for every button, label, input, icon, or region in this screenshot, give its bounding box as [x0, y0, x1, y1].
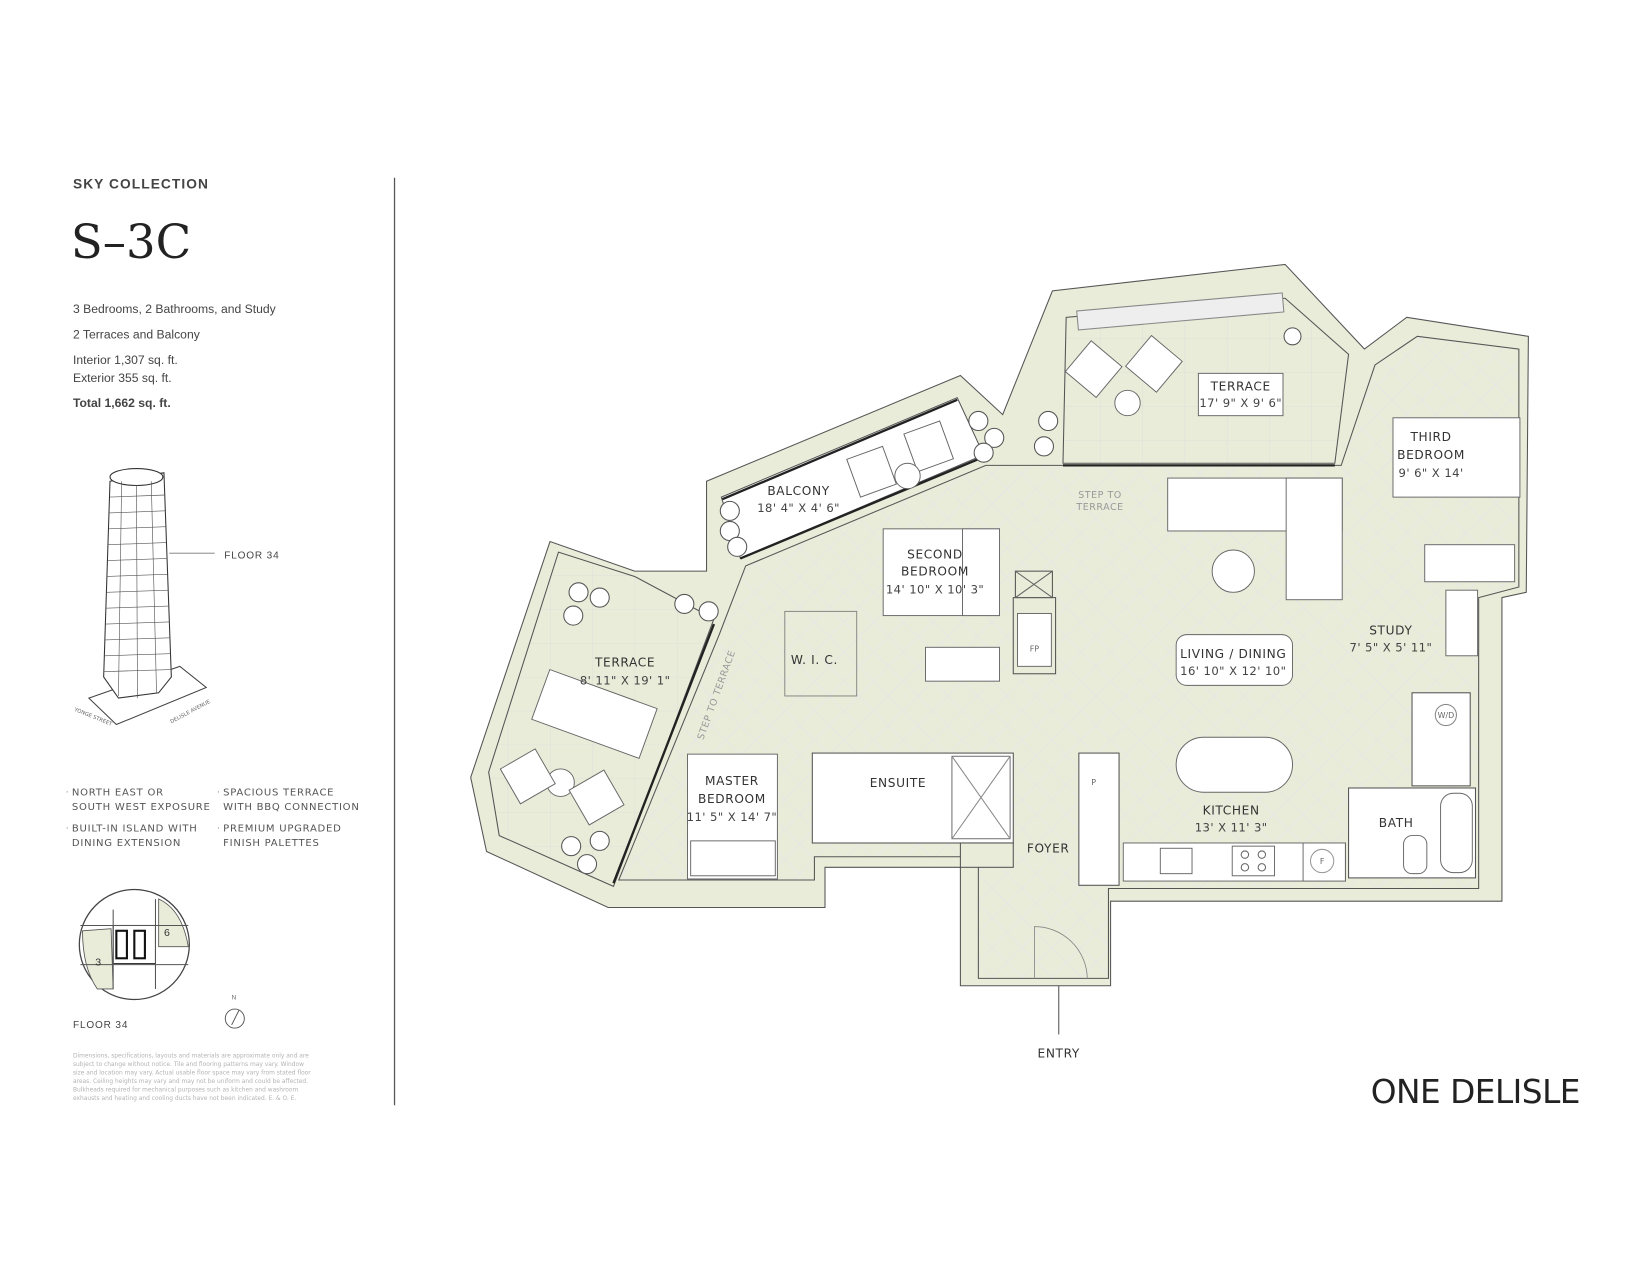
step-to-terrace-north: TERRACE	[1075, 502, 1123, 513]
spec-total: Total 1,662 sq. ft.	[73, 396, 171, 410]
key-plan-unit-6: 6	[164, 927, 170, 939]
north-arrow-icon	[224, 1008, 245, 1029]
kitchen-dims: 13' X 11' 3"	[1195, 820, 1268, 834]
terrace-west-label: TERRACE	[594, 655, 655, 669]
entry-door	[1034, 926, 1088, 979]
spec-exterior: Exterior 355 sq. ft.	[73, 371, 172, 385]
balcony-dims: 18' 4" X 4' 6"	[757, 501, 840, 515]
feature-1-line2: SOUTH WEST EXPOSURE	[72, 802, 211, 813]
wic-room	[784, 610, 858, 697]
feature-2-line2: WITH BBQ CONNECTION	[223, 802, 359, 813]
dining-table	[1175, 634, 1293, 686]
master-bedroom-dims: 11' 5" X 14' 7"	[687, 810, 778, 824]
spec-outdoor: 2 Terraces and Balcony	[73, 327, 201, 341]
terrace-north-label: TERRACE	[1210, 379, 1271, 393]
study-label: STUDY	[1369, 624, 1412, 638]
feature-list: · NORTH EAST OR SOUTH WEST EXPOSURE · SP…	[66, 787, 359, 849]
feature-2-line1: SPACIOUS TERRACE	[223, 787, 334, 798]
floor-callout-label: FLOOR 34	[224, 550, 279, 561]
pantry	[1078, 752, 1120, 886]
feature-1-line1: NORTH EAST OR	[72, 787, 164, 798]
planter	[1076, 292, 1285, 331]
third-bedroom-label: THIRD	[1409, 430, 1451, 444]
study-dims: 7' 5" X 5' 11"	[1350, 641, 1433, 655]
third-bedroom-dims: 9' 6" X 14'	[1399, 466, 1464, 480]
entry-label: ENTRY	[1038, 1047, 1080, 1061]
laundry-closet	[1411, 692, 1471, 787]
fridge-tag: F	[1320, 857, 1325, 866]
feature-4-line2: FINISH PALETTES	[223, 838, 319, 849]
svg-text:·: ·	[66, 823, 70, 834]
wic-label: W. I. C.	[791, 653, 838, 667]
brand-logo: ONE DELISLE	[1371, 1073, 1580, 1111]
spec-interior: Interior 1,307 sq. ft.	[73, 353, 178, 367]
feature-4-line1: PREMIUM UPGRADED	[223, 823, 341, 834]
key-plan-unit-3: 3	[95, 957, 101, 969]
disclaimer-line: areas. Ceiling heights may vary and may …	[73, 1079, 308, 1085]
third-bedroom-bed	[1392, 417, 1521, 498]
key-plan: 3 6 FLOOR 34 N	[73, 888, 245, 1031]
living-dining-label: LIVING / DINING	[1180, 647, 1286, 661]
feature-3-line2: DINING EXTENSION	[72, 838, 181, 849]
balcony-label: BALCONY	[767, 484, 829, 498]
key-plan-floor-label: FLOOR 34	[73, 1020, 128, 1031]
third-bedroom-label: BEDROOM	[1397, 448, 1465, 462]
disclaimer: Dimensions, specifications, layouts and …	[73, 1054, 311, 1102]
kitchen-label: KITCHEN	[1203, 803, 1260, 817]
step-to-terrace-north: STEP TO	[1078, 490, 1122, 501]
laundry-tag: W/D	[1438, 711, 1455, 720]
disclaimer-line: exhausts and heating and cooling ducts h…	[73, 1096, 296, 1102]
floor-plan: BALCONY 18' 4" X 4' 6" TERRACE 17' 9" X …	[470, 263, 1529, 1061]
bath-label: BATH	[1379, 816, 1414, 830]
svg-text:·: ·	[217, 787, 221, 798]
suite-name: S–3C	[71, 215, 191, 269]
disclaimer-line: Bulkheads required for mechanical purpos…	[73, 1088, 299, 1094]
building-illustration: FLOOR 34 YONGE STREET DELISLE AVENUE	[72, 468, 279, 728]
disclaimer-line: Dimensions, specifications, layouts and …	[73, 1054, 309, 1060]
second-bedroom-label: SECOND	[907, 547, 963, 561]
disclaimer-line: size and location may vary. Actual usabl…	[73, 1071, 311, 1077]
disclaimer-line: subject to change without notice. Tile a…	[73, 1062, 304, 1068]
master-bedroom-label: BEDROOM	[698, 792, 766, 806]
living-dining-dims: 16' 10" X 12' 10"	[1180, 664, 1286, 678]
fireplace-tag: FP	[1030, 645, 1040, 654]
spec-rooms: 3 Bedrooms, 2 Bathrooms, and Study	[73, 302, 277, 316]
svg-text:·: ·	[217, 823, 221, 834]
master-bedroom-label: MASTER	[705, 774, 759, 788]
collection-title: SKY COLLECTION	[73, 176, 209, 191]
second-bedroom-label: BEDROOM	[901, 564, 969, 578]
north-label: N	[232, 995, 237, 1002]
terrace-north-dims: 17' 9" X 9' 6"	[1199, 396, 1282, 410]
info-panel: SKY COLLECTION S–3C 3 Bedrooms, 2 Bathro…	[66, 176, 359, 1102]
kitchen-island	[1175, 736, 1293, 793]
ensuite-label: ENSUITE	[870, 776, 927, 790]
street-label-delisle: DELISLE AVENUE	[169, 699, 211, 725]
feature-3-line1: BUILT-IN ISLAND WITH	[72, 823, 198, 834]
second-bedroom-dims: 14' 10" X 10' 3"	[886, 582, 984, 596]
pantry-tag: P	[1091, 778, 1096, 787]
foyer-label: FOYER	[1027, 842, 1070, 856]
svg-text:·: ·	[66, 787, 70, 798]
study-desk	[1445, 589, 1479, 657]
terrace-west-dims: 8' 11" X 19' 1"	[580, 673, 671, 687]
